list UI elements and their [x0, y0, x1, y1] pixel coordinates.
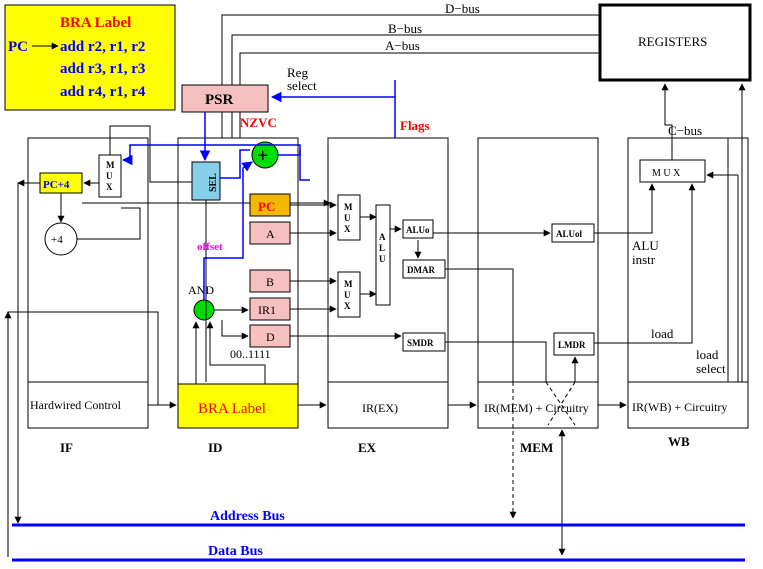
hardwired-control: Hardwired Control [30, 398, 122, 412]
pc4-label: PC+4 [43, 179, 70, 191]
alu-1: A [379, 232, 386, 242]
if-mux-3: X [106, 182, 113, 192]
ex-stage: M U X M U X A L U ALUo DMAR SMDR IR(EX) … [290, 194, 446, 455]
wb-mux-label: M U X [652, 168, 681, 179]
ir-ex-label: IR(EX) [362, 401, 398, 415]
c-bus-to-regs [661, 83, 673, 160]
wb-name: WB [668, 434, 690, 449]
registers-label: REGISTERS [638, 34, 707, 49]
plus4-to-mux [77, 207, 141, 240]
id-stage: SEL + PC A offset B AND IR1 D 00..1111 B… [121, 112, 310, 455]
aluo-label: ALUo [406, 225, 430, 235]
alu-box [375, 204, 391, 306]
ex-mux-bottom-2: U [344, 290, 351, 300]
mem-stage-box [477, 137, 599, 429]
mem-name: MEM [520, 440, 553, 455]
external-buses: Address Bus Data Bus [4, 183, 745, 562]
psr-box [181, 84, 269, 113]
ir-wb-label: IR(WB) + Circuitry [632, 400, 727, 414]
ir1-register-label: IR1 [258, 303, 276, 317]
sel-label: SEL [208, 173, 219, 192]
aluol-to-mux [594, 183, 656, 234]
load-label: load [651, 326, 674, 341]
alu-3: U [379, 254, 386, 264]
ex-name: EX [358, 440, 377, 455]
code-title: BRA Label [60, 15, 131, 31]
alu-instr-2: instr [632, 252, 656, 267]
ex-mux-top-3: X [344, 224, 351, 234]
bra-label-box [177, 383, 299, 429]
psr-label: PSR [205, 92, 234, 108]
dmar-label: DMAR [407, 265, 435, 275]
code-box: BRA Label PC add r2, r1, r2 add r3, r1, … [4, 4, 176, 111]
id-name: ID [208, 440, 222, 455]
aluo-box [402, 219, 434, 239]
adder-label: + [257, 145, 268, 167]
and-label: AND [188, 283, 214, 297]
nzvc-label: NZVC [240, 115, 277, 130]
alu-2: L [379, 243, 385, 253]
lmdr-box [553, 332, 595, 356]
aluol-label: ALUol [556, 229, 583, 239]
c-bus-label: C−bus [668, 123, 702, 138]
lmdr-cross [547, 381, 576, 426]
adder-out [299, 150, 310, 181]
ir-mem-label: IR(MEM) + Circuitry [484, 401, 589, 415]
registers-block: REGISTERS [598, 3, 752, 82]
code-line-2: add r3, r1, r3 [60, 61, 145, 77]
reg-select-2: select [287, 78, 317, 93]
lmdr-to-mux [594, 183, 696, 344]
to-d [221, 320, 249, 340]
ex-mux-bottom-3: X [344, 301, 351, 311]
d-register-label: D [266, 330, 275, 344]
dmar-down [445, 268, 514, 382]
ex-mux-top-2: U [344, 213, 351, 223]
bra-label-text: BRA Label [198, 401, 266, 417]
offset-wire [203, 161, 253, 300]
smdr-cross [545, 381, 576, 426]
plus4-label: +4 [51, 234, 63, 246]
ex-mux-top-1: M [344, 202, 353, 212]
smdr-down [445, 341, 547, 382]
mem-stage: ALUol LMDR IR(MEM) + Circuitry MEM [433, 223, 595, 556]
sel-box [191, 161, 221, 201]
code-line-3: add r4, r1, r4 [60, 84, 146, 100]
reg-select-1: Reg [287, 65, 308, 80]
data-to-if [7, 311, 176, 557]
if-name: IF [60, 440, 73, 455]
load-select-2: select [696, 361, 726, 376]
address-bus-label: Address Bus [210, 509, 285, 524]
wb-stage: M U X C−bus ALU instr load load select I… [594, 83, 746, 449]
a-register-label: A [266, 227, 275, 241]
ex-mux-bottom-1: M [344, 279, 353, 289]
smdr-label: SMDR [407, 338, 434, 348]
if-mux-2: U [106, 171, 113, 181]
b-bus-label: B−bus [388, 21, 422, 36]
mux-select-wire [109, 125, 192, 183]
b-register-label: B [266, 275, 274, 289]
code-pc-label: PC [8, 39, 28, 55]
flags-label: Flags [400, 118, 430, 133]
code-box-bg [4, 4, 176, 111]
sel-to-adder [220, 149, 250, 179]
const-to-and [206, 321, 266, 384]
alu-instr-1: ALU [632, 238, 659, 253]
a-bus-label: A−bus [385, 38, 420, 53]
data-bus-label: Data Bus [208, 544, 263, 559]
offset-label: offset [197, 241, 223, 253]
const-label: 00..1111 [230, 347, 271, 361]
pc-register-label: PC [258, 199, 275, 214]
target-to-if-mux [121, 144, 301, 166]
registers-box [598, 3, 752, 82]
load-select-1: load [696, 347, 719, 362]
lmdr-label: LMDR [558, 340, 586, 350]
if-mux-1: M [106, 160, 115, 170]
psr-block: PSR NZVC Flags Reg select [181, 65, 430, 220]
code-line-1: add r2, r1, r2 [60, 39, 145, 55]
d-bus-label: D−bus [445, 1, 480, 16]
and-circle [193, 299, 215, 321]
